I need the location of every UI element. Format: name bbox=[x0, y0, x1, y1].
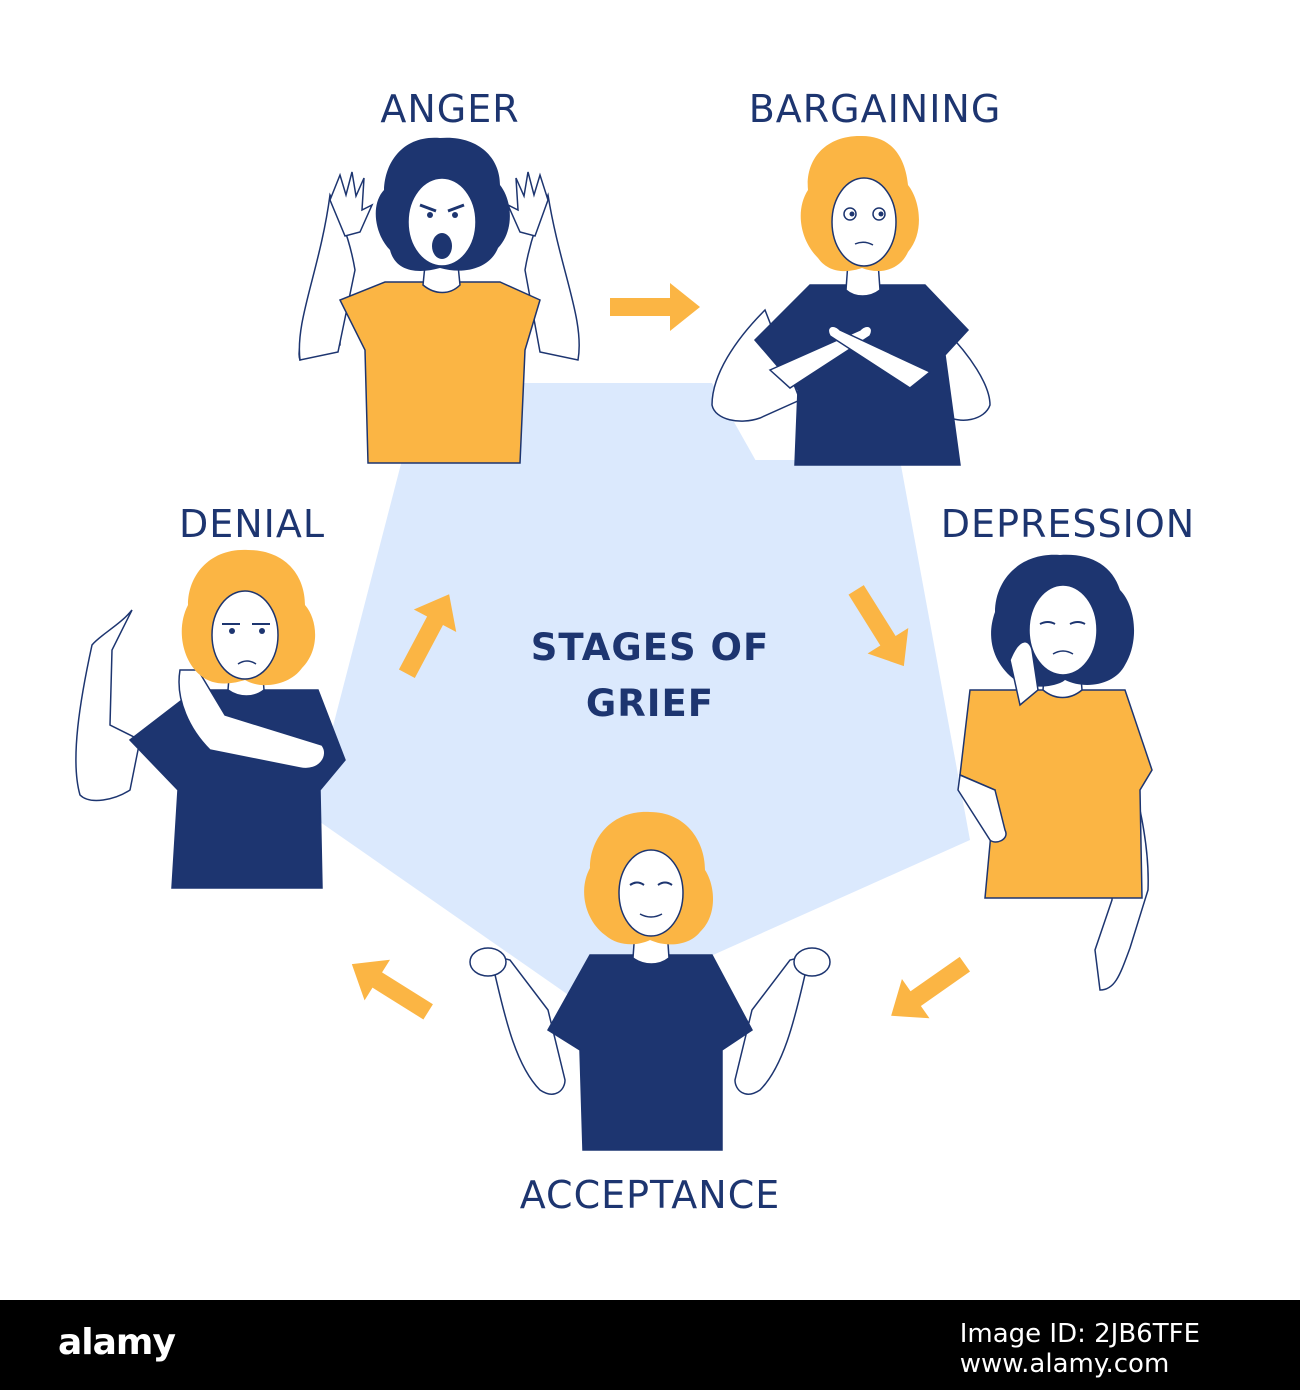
figure-anger bbox=[298, 137, 580, 464]
site-url: www.alamy.com bbox=[959, 1348, 1170, 1379]
figure-acceptance bbox=[469, 811, 831, 1151]
arrow-acceptance-to-denial bbox=[351, 959, 433, 1020]
image-id-info: Image ID: 2JB6TFE www.alamy.com bbox=[959, 1319, 1200, 1380]
arrow-anger-to-bargaining bbox=[610, 283, 700, 331]
label-anger: ANGER bbox=[380, 87, 519, 131]
arrow-depression-to-acceptance bbox=[891, 956, 971, 1019]
figure-bargaining bbox=[711, 135, 991, 466]
pentagon-upper-band bbox=[310, 460, 970, 840]
stages-of-grief-diagram: ANGER BARGAINING DEPRESSION DENIAL ACCEP… bbox=[75, 87, 1195, 1217]
label-depression: DEPRESSION bbox=[941, 502, 1195, 546]
arrow-denial-to-anger bbox=[398, 594, 457, 678]
center-title-line2: GRIEF bbox=[586, 682, 714, 725]
brand-logo: alamy bbox=[58, 1322, 176, 1363]
figure-depression bbox=[957, 554, 1153, 991]
label-denial: DENIAL bbox=[179, 502, 325, 546]
label-bargaining: BARGAINING bbox=[749, 87, 1002, 131]
figure-denial bbox=[75, 549, 346, 889]
arrow-bargaining-to-depression bbox=[848, 585, 909, 667]
image-id-label: Image ID: 2JB6TFE bbox=[959, 1319, 1200, 1349]
label-acceptance: ACCEPTANCE bbox=[520, 1173, 781, 1217]
center-title-line1: STAGES OF bbox=[531, 626, 770, 669]
footer-bar: alamy Image ID: 2JB6TFE www.alamy.com bbox=[0, 1300, 1300, 1390]
